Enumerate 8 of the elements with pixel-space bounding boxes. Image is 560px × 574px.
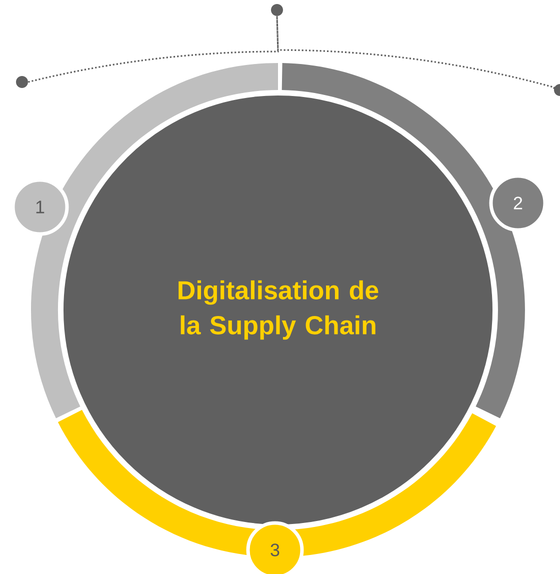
number-badge: 3	[246, 521, 304, 574]
dotted-line	[276, 16, 555, 90]
number-badge: 1	[11, 178, 69, 236]
node-label: 2	[514, 196, 522, 210]
dotted-line	[28, 16, 279, 83]
dot	[16, 76, 28, 88]
number-badge: 2	[489, 174, 547, 232]
dot	[271, 4, 283, 16]
